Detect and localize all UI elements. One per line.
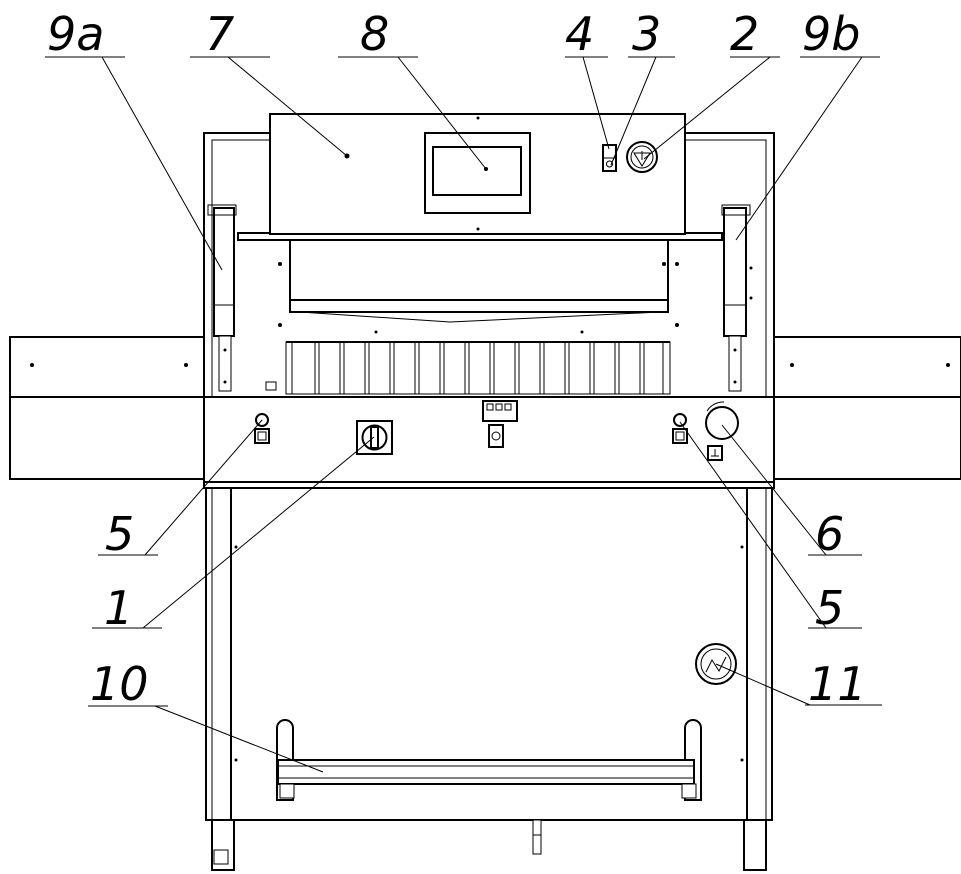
- emergency-stop-button: [626, 141, 658, 173]
- touch-screen: [424, 132, 531, 214]
- handwheel: [705, 401, 739, 461]
- callout-9a: 9a: [47, 7, 104, 61]
- callout-labels: 9a 7 8 4 3 2 9b 5 1 6 5 10 11: [47, 7, 867, 711]
- beam-area: [278, 240, 679, 327]
- callout-5-left: 5: [105, 507, 134, 561]
- center-selector: [482, 400, 518, 448]
- callout-6: 6: [815, 507, 844, 561]
- callout-10: 10: [90, 657, 149, 711]
- callout-5-right: 5: [815, 581, 844, 635]
- left-side-table: [9, 336, 209, 480]
- clamp-fingers: [265, 341, 671, 395]
- callout-4: 4: [565, 7, 594, 61]
- right-side-table: [767, 336, 961, 480]
- foot-pedal: [276, 719, 702, 801]
- callout-8: 8: [360, 7, 389, 61]
- callout-1: 1: [104, 581, 133, 635]
- key-switch: [602, 144, 617, 172]
- stand-legs: [211, 819, 767, 871]
- callout-9b: 9b: [802, 7, 860, 61]
- two-hand-button-left: [254, 413, 270, 444]
- callout-11: 11: [808, 657, 867, 711]
- two-hand-button-right: [672, 413, 688, 444]
- callout-7: 7: [205, 7, 234, 61]
- callout-2: 2: [730, 7, 759, 61]
- leader-lines: [45, 56, 882, 773]
- left-column: [207, 204, 237, 392]
- callout-3: 3: [632, 7, 661, 61]
- main-switch: [356, 420, 393, 455]
- right-column: [721, 204, 753, 392]
